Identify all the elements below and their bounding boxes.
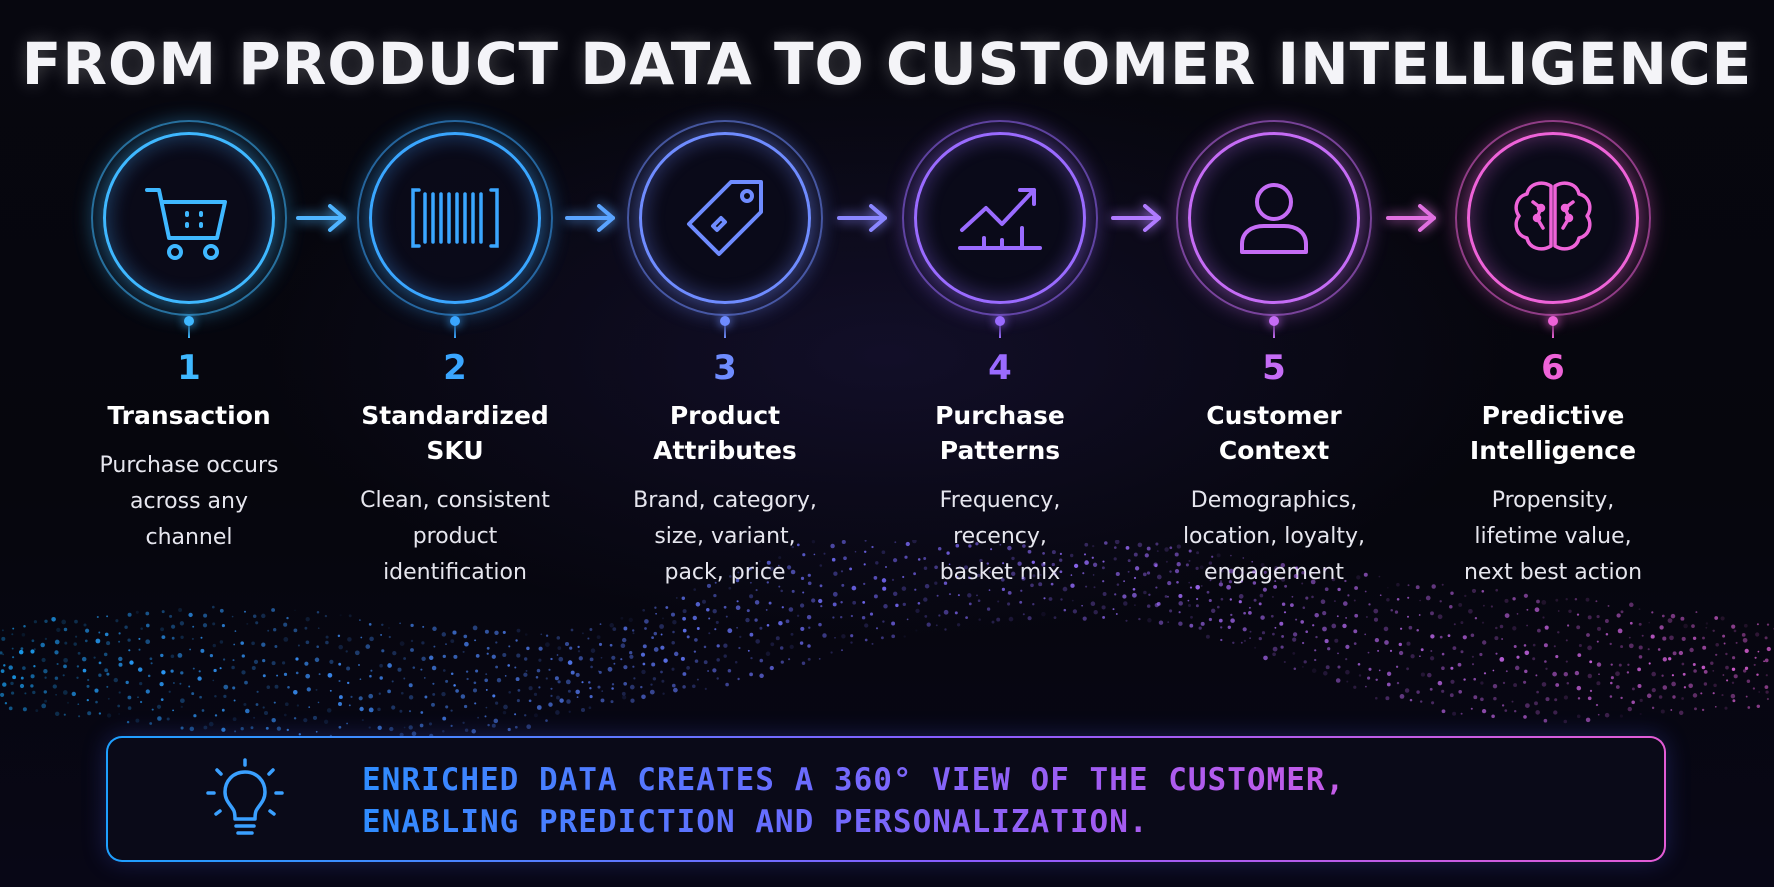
arrow-right-icon xyxy=(296,204,346,232)
step-description: Demographics, location, loyalty, engagem… xyxy=(1182,488,1366,585)
step-standardized-sku: 2 Standardized SKU Clean, consistent pro… xyxy=(325,0,585,600)
step-description: Clean, consistent product identification xyxy=(360,488,550,585)
arrow-right-icon xyxy=(1111,204,1161,232)
trend-chart-icon xyxy=(958,188,1042,250)
step-customer-context: 5 Customer Context Demographics, locatio… xyxy=(1144,0,1404,600)
banner-message: ENRICHED DATA CREATES A 360° VIEW OF THE… xyxy=(362,759,1345,843)
insight-banner: ENRICHED DATA CREATES A 360° VIEW OF THE… xyxy=(106,736,1666,862)
step-description: Propensity, lifetime value, next best ac… xyxy=(1463,488,1643,585)
price-tag-icon xyxy=(687,180,763,256)
step-description: Brand, category, size, variant, pack, pr… xyxy=(633,488,817,585)
step-description: Purchase occurs across any channel xyxy=(99,453,279,550)
step-label: Transaction xyxy=(107,401,271,430)
brain-icon xyxy=(1514,181,1592,251)
step-number: 5 xyxy=(1262,348,1286,388)
step-icon-ring xyxy=(902,120,1098,316)
step-icon-ring xyxy=(91,120,287,316)
step-label: Predictive Intelligence xyxy=(1469,401,1637,465)
step-icon-ring xyxy=(1176,120,1372,316)
step-icon-ring xyxy=(627,120,823,316)
step-product-attributes: 3 Product Attributes Brand, category, si… xyxy=(595,0,855,600)
step-purchase-patterns: 4 Purchase Patterns Frequency, recency, … xyxy=(870,0,1130,600)
shopping-cart-icon xyxy=(145,188,227,260)
step-number: 6 xyxy=(1541,348,1565,388)
step-number: 1 xyxy=(177,348,201,388)
lightbulb-icon xyxy=(206,758,284,835)
page-title: FROM PRODUCT DATA TO CUSTOMER INTELLIGEN… xyxy=(21,30,1753,98)
step-predictive-intelligence: 6 Predictive Intelligence Propensity, li… xyxy=(1423,0,1683,600)
step-icon-ring xyxy=(357,120,553,316)
step-label: Standardized SKU xyxy=(361,401,549,465)
step-number: 4 xyxy=(988,348,1012,388)
step-description: Frequency, recency, basket mix xyxy=(939,488,1061,585)
arrow-right-icon xyxy=(837,204,887,232)
person-icon xyxy=(1240,183,1308,254)
step-label: Product Attributes xyxy=(653,401,797,465)
particle-wave-decoration xyxy=(0,540,1774,744)
step-icon-ring xyxy=(1455,120,1651,316)
step-label: Customer Context xyxy=(1206,401,1342,465)
step-number: 3 xyxy=(713,348,737,388)
barcode-icon xyxy=(411,188,499,248)
arrow-right-icon xyxy=(565,204,615,232)
step-number: 2 xyxy=(443,348,467,388)
step-transaction: 1 Transaction Purchase occurs across any… xyxy=(59,0,319,600)
step-label: Purchase Patterns xyxy=(935,401,1065,465)
arrow-right-icon xyxy=(1386,204,1436,232)
